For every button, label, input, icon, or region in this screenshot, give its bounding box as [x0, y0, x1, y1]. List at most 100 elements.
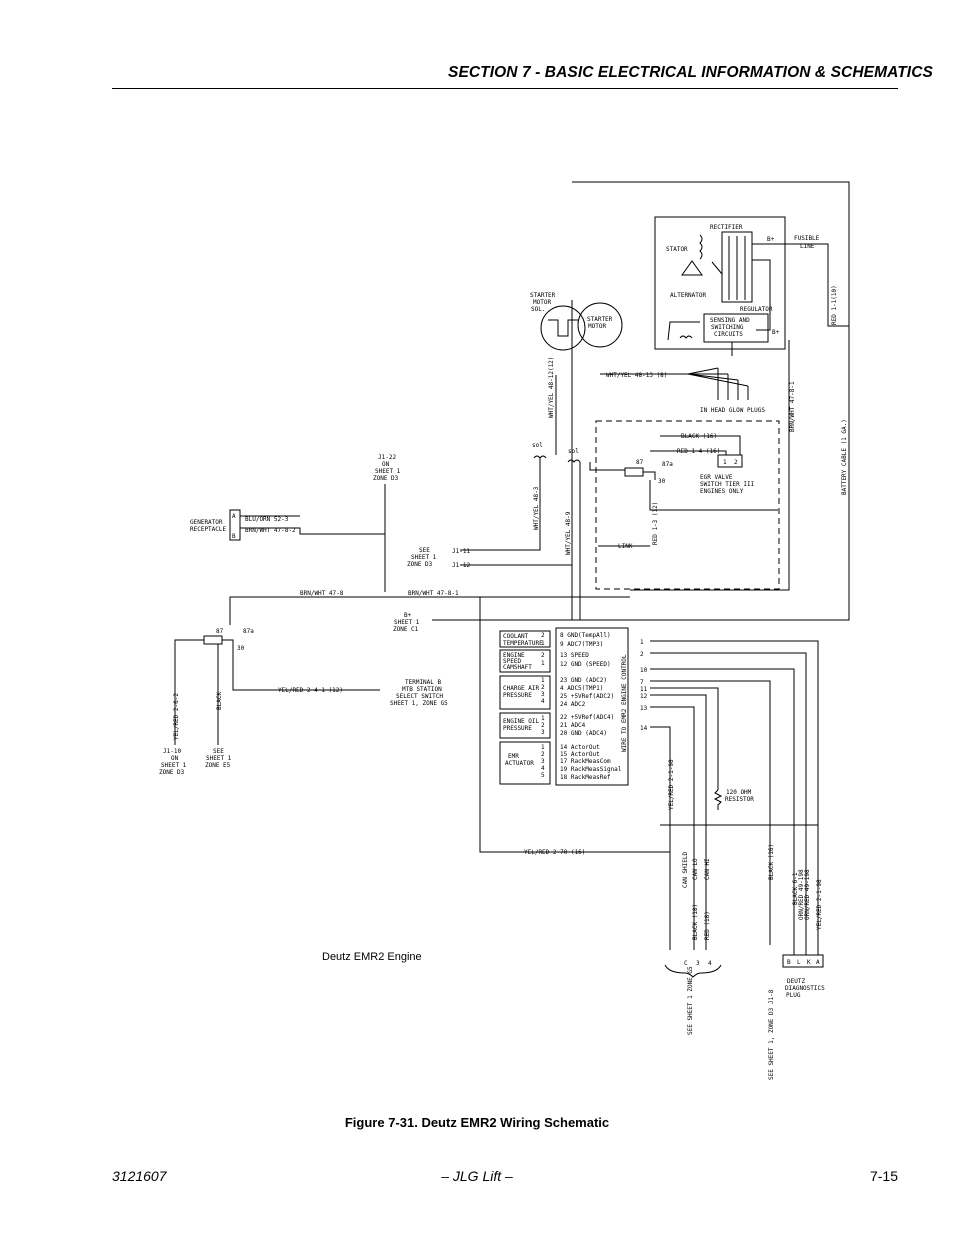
svg-text:SWITCHING: SWITCHING	[711, 324, 744, 331]
svg-text:SHEET 1: SHEET 1	[411, 554, 437, 561]
svg-text:B+: B+	[767, 236, 775, 243]
svg-text:TERMINAL B: TERMINAL B	[405, 679, 442, 686]
svg-text:2: 2	[541, 684, 545, 691]
svg-text:4: 4	[541, 765, 545, 772]
svg-text:WHT/YEL 48-13 (8): WHT/YEL 48-13 (8)	[606, 372, 667, 379]
svg-text:BRN/WHT 47-8: BRN/WHT 47-8	[300, 590, 344, 597]
svg-text:8 GND(TempAll): 8 GND(TempAll)	[560, 632, 611, 639]
alternator-box	[654, 216, 786, 350]
svg-text:120 OHM: 120 OHM	[726, 789, 752, 796]
svg-text:CAN SHIELD: CAN SHIELD	[682, 851, 689, 888]
svg-text:WHT/YEL 48-3: WHT/YEL 48-3	[533, 486, 540, 530]
svg-text:A: A	[232, 513, 236, 520]
svg-text:C: C	[684, 960, 688, 967]
svg-text:STARTER: STARTER	[587, 316, 613, 323]
svg-text:WHT/YEL 48-9: WHT/YEL 48-9	[565, 511, 572, 555]
stator-coil	[681, 234, 723, 276]
svg-text:RED 1-1(10): RED 1-1(10)	[831, 285, 838, 325]
svg-text:5: 5	[541, 772, 545, 779]
emr-pin-list: 8 GND(TempAll) 9 ADC7(TMP3) 13 SPEED 12 …	[560, 632, 622, 781]
section-title: SECTION 7 - BASIC ELECTRICAL INFORMATION…	[448, 64, 933, 81]
svg-text:SENSING AND: SENSING AND	[710, 317, 750, 324]
svg-text:TEMPERATURE: TEMPERATURE	[503, 640, 543, 647]
svg-text:20 GND (ADC4): 20 GND (ADC4)	[560, 730, 607, 737]
svg-text:YEL/RED 2-6-2: YEL/RED 2-6-2	[173, 693, 180, 740]
resistor	[713, 789, 723, 810]
svg-text:ORN/RED 49-198: ORN/RED 49-198	[798, 869, 805, 920]
svg-text:FUSIBLE: FUSIBLE	[794, 235, 820, 242]
svg-text:3: 3	[541, 691, 545, 698]
svg-text:PRESSURE: PRESSURE	[503, 692, 532, 699]
svg-text:SHEET 1: SHEET 1	[206, 755, 232, 762]
svg-text:RECEPTACLE: RECEPTACLE	[190, 526, 227, 533]
svg-text:SPEED: SPEED	[503, 658, 521, 665]
svg-text:PLUG: PLUG	[786, 992, 801, 999]
svg-text:BRN/WHT 47-8-1: BRN/WHT 47-8-1	[789, 381, 796, 432]
engine-label: Deutz EMR2 Engine	[322, 951, 422, 963]
svg-text:ZONE E5: ZONE E5	[205, 762, 231, 769]
svg-text:EGR VALVE: EGR VALVE	[700, 474, 733, 481]
svg-text:STARTER: STARTER	[530, 292, 556, 299]
svg-text:2: 2	[734, 459, 738, 466]
svg-text:B: B	[787, 959, 791, 966]
svg-text:J1-12: J1-12	[452, 562, 470, 569]
regulator-box	[703, 313, 769, 343]
svg-text:COOLANT: COOLANT	[503, 633, 529, 640]
svg-text:GENERATOR: GENERATOR	[190, 519, 223, 526]
svg-text:MOTOR: MOTOR	[588, 323, 606, 330]
svg-text:2: 2	[541, 632, 545, 639]
svg-text:SEE: SEE	[213, 748, 224, 755]
svg-text:YEL/RED 2-1-98: YEL/RED 2-1-98	[668, 759, 675, 810]
svg-text:BLACK (16): BLACK (16)	[768, 844, 775, 880]
sensor-engine-speed	[499, 649, 551, 673]
relay	[203, 635, 223, 645]
svg-text:2: 2	[640, 651, 644, 658]
svg-text:ZONE D3: ZONE D3	[407, 561, 433, 568]
svg-text:ENGINES ONLY: ENGINES ONLY	[700, 488, 744, 495]
svg-text:MOTOR: MOTOR	[533, 299, 551, 306]
svg-text:CIRCUITS: CIRCUITS	[714, 331, 743, 338]
svg-text:BLACK: BLACK	[216, 692, 223, 710]
svg-text:SWITCH TIER III: SWITCH TIER III	[700, 481, 755, 488]
svg-text:BRN/WHT 47-8-1: BRN/WHT 47-8-1	[408, 590, 459, 597]
svg-text:ENGINE OIL: ENGINE OIL	[503, 718, 540, 725]
figure-caption: Figure 7-31. Deutz EMR2 Wiring Schematic	[344, 1115, 610, 1130]
svg-text:4: 4	[541, 698, 545, 705]
svg-text:ACTUATOR: ACTUATOR	[505, 760, 534, 767]
svg-text:RED 1-3 (12): RED 1-3 (12)	[652, 502, 659, 545]
svg-text:24 ADC2: 24 ADC2	[560, 701, 586, 708]
svg-text:23 GND (ADC2): 23 GND (ADC2)	[560, 677, 607, 684]
svg-text:A: A	[816, 959, 820, 966]
page-number: 7-15	[869, 1168, 898, 1184]
svg-text:J1-22: J1-22	[378, 454, 396, 461]
svg-text:25 +5VRef(ADC2): 25 +5VRef(ADC2)	[560, 693, 614, 700]
svg-text:sol: sol	[532, 442, 543, 449]
svg-text:1: 1	[541, 744, 545, 751]
svg-text:87a: 87a	[243, 628, 254, 635]
battery-cable-label: BATTERY CABLE (1 GA.)	[841, 419, 848, 495]
svg-text:BRN/WHT 47-8-2: BRN/WHT 47-8-2	[245, 527, 296, 534]
svg-text:J1-10: J1-10	[163, 748, 181, 755]
svg-text:15 ActorOut: 15 ActorOut	[560, 751, 600, 758]
svg-text:SOL.: SOL.	[531, 306, 545, 313]
svg-text:18 RackMeasRef: 18 RackMeasRef	[560, 774, 611, 781]
svg-text:3: 3	[541, 758, 545, 765]
svg-text:DIAGNOSTICS: DIAGNOSTICS	[785, 985, 825, 992]
rectifier-label: RECTIFIER	[710, 224, 743, 231]
glow-plugs-label: IN HEAD GLOW PLUGS	[700, 407, 765, 414]
svg-text:2: 2	[541, 751, 545, 758]
emr-control-label: WIRE TO EMR2 ENGINE CONTROL	[621, 654, 628, 752]
svg-text:14 ActorOut: 14 ActorOut	[560, 744, 600, 751]
svg-text:SHEET 1: SHEET 1	[375, 468, 401, 475]
svg-text:21 ADC4: 21 ADC4	[560, 722, 586, 729]
stator-label: STATOR	[666, 246, 688, 253]
egr-dashed-box	[595, 420, 780, 590]
svg-text:14: 14	[640, 725, 648, 732]
svg-text:30: 30	[658, 478, 666, 485]
sensor-coolant	[499, 630, 551, 648]
svg-text:CAN LO: CAN LO	[692, 858, 699, 880]
svg-text:13: 13	[640, 705, 648, 712]
svg-text:1: 1	[541, 660, 545, 667]
svg-text:WHT/YEL 48-12(12): WHT/YEL 48-12(12)	[548, 357, 555, 418]
